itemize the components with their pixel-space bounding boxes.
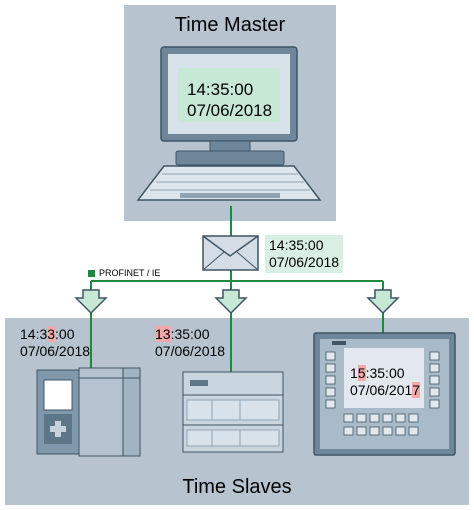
arrow-down-icon-2 <box>214 289 248 315</box>
computer-icon <box>136 46 322 201</box>
master-date: 07/06/2018 <box>187 101 273 120</box>
slave-2-time: 13:35:00 <box>155 326 225 343</box>
slave-1-clock: 14:33:00 07/06/2018 <box>20 326 90 360</box>
slave-3-date-prefix: 07/06/201 <box>350 382 413 398</box>
slave-2-date-prefix: 07/06/2018 <box>155 343 226 359</box>
message-envelope-icon <box>202 235 259 271</box>
hmi-panel-icon <box>313 332 456 456</box>
message-date: 07/06/2018 <box>269 254 340 270</box>
slave-3-time-prefix: 1 <box>350 365 358 381</box>
slave-3-time: 15:35:00 <box>350 365 420 382</box>
slave-1-time-suffix: :00 <box>55 326 75 342</box>
network-label-text: PROFINET / IE <box>99 268 161 278</box>
message-time: 14:35:00 <box>269 237 324 253</box>
time-master-title: Time Master <box>174 14 286 36</box>
plc-controller-icon <box>36 367 141 457</box>
slave-1-time-prefix: 14:3 <box>20 326 48 342</box>
profinet-icon <box>88 269 95 277</box>
slave-2-date: 07/06/2018 <box>155 343 225 360</box>
slave-1-time: 14:33:00 <box>20 326 90 343</box>
slave-1-date-prefix: 07/06/2018 <box>20 343 91 359</box>
master-clock: 14:35:00 07/06/2018 <box>187 79 272 121</box>
message-time-box: 14:35:00 07/06/2018 <box>265 235 344 273</box>
slave-3-time-diff: 5 <box>357 365 366 381</box>
time-slaves-title: Time Slaves <box>182 476 292 498</box>
arrow-down-icon-1 <box>74 289 108 315</box>
slave-1-time-diff: 3 <box>47 326 56 342</box>
slave-3-clock: 15:35:00 07/06/2017 <box>350 365 421 399</box>
slave-3-date-diff: 7 <box>412 382 421 398</box>
slave-2-clock: 13:35:00 07/06/2018 <box>155 326 225 360</box>
arrow-down-icon-3 <box>366 289 400 315</box>
slave-1-date: 07/06/2018 <box>20 343 90 360</box>
compact-plc-icon <box>182 371 284 453</box>
slave-3-date: 07/06/2017 <box>350 382 421 399</box>
master-time: 14:35:00 <box>187 80 254 99</box>
slave-3-time-suffix: :35:00 <box>365 365 405 381</box>
slave-2-time-diff: 13 <box>155 326 171 342</box>
slave-2-time-suffix: :35:00 <box>170 326 210 342</box>
network-label: PROFINET / IE <box>88 268 160 278</box>
